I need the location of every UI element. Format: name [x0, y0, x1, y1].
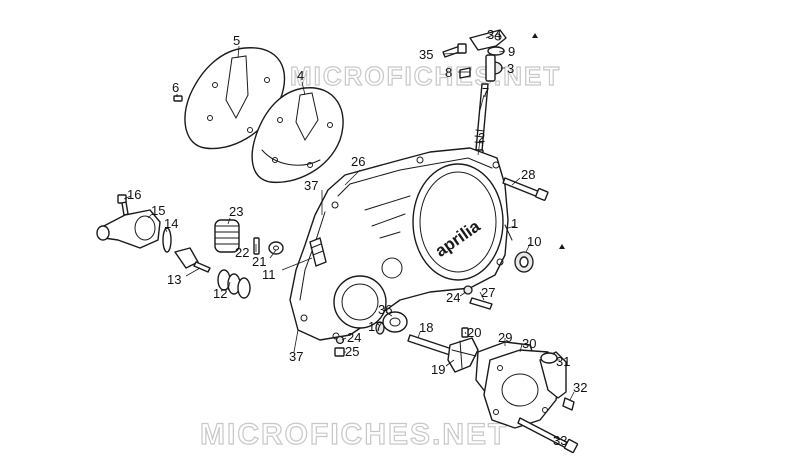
callout-24-lower: 24 [347, 330, 361, 345]
callout-29: 29 [498, 330, 512, 345]
callout-13: 13 [167, 272, 181, 287]
part-34-shift-lever [469, 29, 507, 51]
callout-14: 14 [164, 216, 178, 231]
part-23-gear [214, 219, 240, 253]
callout-11: 11 [262, 267, 276, 282]
callout-34: 34 [487, 27, 501, 42]
callout-36: 36 [378, 302, 392, 317]
callout-21: 21 [252, 254, 266, 269]
callout-3: 3 [507, 61, 514, 76]
callout-1: 1 [511, 216, 518, 231]
part-31-outlet-pipe [539, 351, 567, 399]
callout-37-lower: 37 [289, 349, 303, 364]
callout-12: 12 [213, 286, 227, 301]
part-35-bolt [442, 43, 467, 58]
part-13-impeller-shaft [174, 247, 211, 273]
part-36-bearing [382, 311, 408, 333]
callout-17: 17 [368, 319, 382, 334]
callout-35: 35 [419, 47, 433, 62]
callout-33: 33 [553, 433, 567, 448]
marker-10 [559, 244, 565, 249]
callout-27: 27 [481, 285, 495, 300]
part-16-bolt [117, 194, 129, 216]
part-22-pin [253, 237, 260, 255]
part-15-elbow-housing [96, 209, 161, 249]
part-17-seal [375, 321, 385, 335]
callout-37-upper: 37 [304, 178, 318, 193]
part-8-clip [459, 67, 471, 79]
part-9-washer [487, 46, 505, 56]
part-11-fitting [309, 237, 327, 267]
watermark-top: MICROFICHES.NET [290, 61, 561, 91]
callout-19: 19 [431, 362, 445, 377]
callout-18: 18 [419, 320, 433, 335]
callout-30: 30 [522, 336, 536, 351]
part-24-plug-lower [335, 335, 345, 345]
callout-23: 23 [229, 204, 243, 219]
callout-26: 26 [351, 154, 365, 169]
part-25-drain-bolt [334, 347, 345, 357]
part-14-o-ring [162, 227, 172, 253]
callout-7: 7 [482, 85, 489, 100]
callout-4: 4 [297, 68, 304, 83]
callout-22: 22 [235, 245, 249, 260]
callout-20: 20 [467, 325, 481, 340]
callout-9: 9 [508, 44, 515, 59]
callout-6: 6 [172, 80, 179, 95]
part-21-washer [268, 241, 284, 255]
part-1-seal [504, 224, 513, 241]
leader-lines [123, 34, 575, 441]
part-12-springs [217, 269, 251, 299]
callout-24-upper: 24 [446, 290, 460, 305]
part-18-shaft [407, 334, 456, 357]
callout-16: 16 [127, 187, 141, 202]
callout-8: 8 [445, 65, 452, 80]
callout-25: 25 [345, 344, 359, 359]
part-19-impeller [447, 337, 479, 373]
part-32-bolt [562, 397, 575, 411]
callout-5: 5 [233, 33, 240, 48]
callout-15: 15 [151, 203, 165, 218]
part-10-washer [514, 251, 534, 273]
part-28-bolt [502, 177, 549, 201]
marker-9 [532, 33, 538, 38]
part-33-long-bolt [517, 417, 579, 454]
part-26-clutch-cover: aprilia [289, 147, 509, 341]
part-4-inner-plate [251, 87, 344, 184]
callout-32: 32 [573, 380, 587, 395]
part-27-bolt [469, 297, 493, 310]
part-6-screw [173, 95, 183, 102]
callout-31: 31 [556, 354, 570, 369]
part-5-splash-disc [184, 47, 286, 150]
callout-10: 10 [527, 234, 541, 249]
watermark-bottom: MICROFICHES.NET [200, 418, 508, 451]
callout-2: 2 [478, 130, 485, 145]
callout-28: 28 [521, 167, 535, 182]
